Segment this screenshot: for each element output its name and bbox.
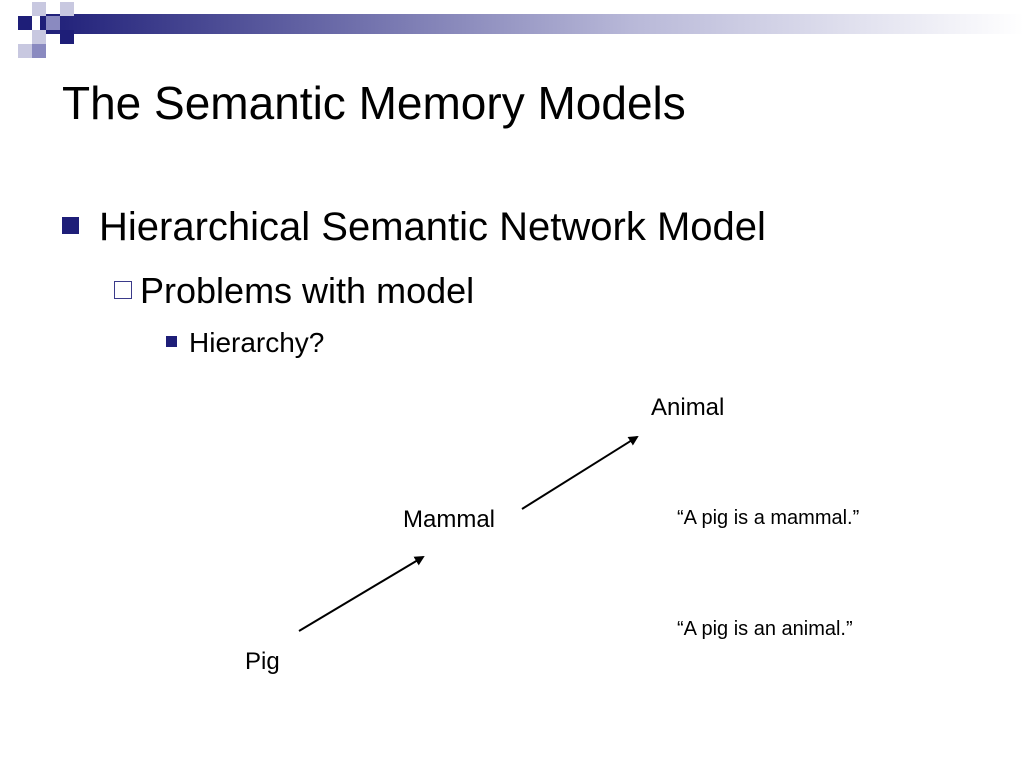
deco-square-7: [18, 44, 32, 58]
gradient-band: [40, 14, 1024, 34]
bullet-level3-text: Hierarchy?: [189, 327, 325, 358]
statement-pig-animal: “A pig is an animal.”: [677, 618, 853, 640]
node-pig: Pig: [245, 648, 280, 675]
deco-square-5: [60, 2, 74, 16]
bullet-level2: Problems with model: [114, 270, 474, 312]
bullet-level3: Hierarchy?: [166, 327, 324, 359]
small-square-bullet-icon: [166, 336, 177, 348]
bullet-level1-text: Hierarchical Semantic Network Model: [99, 205, 766, 249]
deco-square-6: [60, 30, 74, 44]
decorative-header: [0, 0, 1024, 70]
arrow-mammal-to-animal: [521, 435, 639, 510]
deco-square-8: [32, 44, 46, 58]
node-mammal: Mammal: [403, 506, 496, 533]
hollow-square-bullet-icon: [114, 281, 132, 300]
deco-square-4: [46, 16, 60, 30]
bullet-level2-text: Problems with model: [140, 270, 475, 311]
deco-square-1: [18, 16, 32, 30]
bullet-level1: Hierarchical Semantic Network Model: [62, 205, 766, 250]
deco-square-3: [32, 30, 46, 44]
statement-pig-mammal: “A pig is a mammal.”: [677, 507, 860, 529]
slide-title: The Semantic Memory Models: [62, 77, 686, 129]
deco-square-2: [32, 2, 46, 16]
node-animal: Animal: [651, 394, 725, 421]
square-bullet-icon: [62, 216, 79, 234]
arrow-pig-to-mammal: [298, 555, 425, 632]
